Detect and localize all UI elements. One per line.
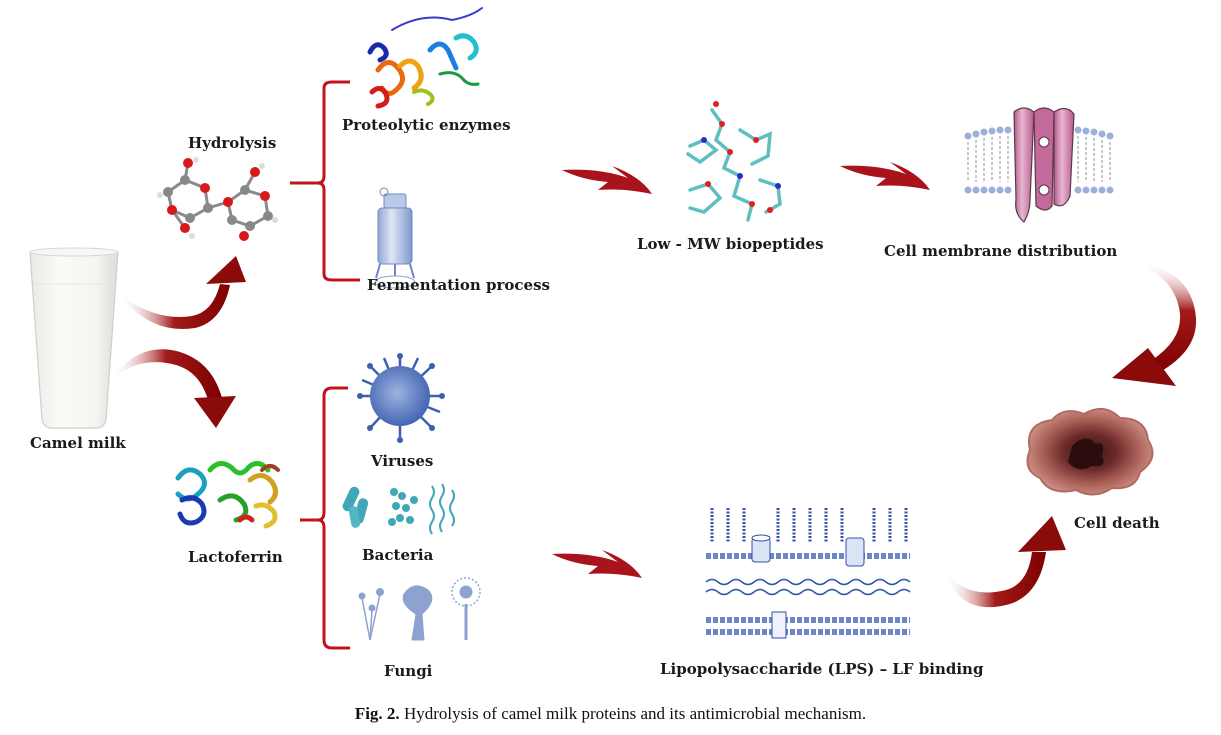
curved-arrow-to-hydrolysis (118, 256, 246, 329)
fermenter-tank-icon (374, 187, 416, 289)
disaccharide-molecule-icon (157, 157, 278, 241)
hydrolysis-label: Hydrolysis (188, 134, 277, 152)
milk-glass-icon (29, 247, 119, 429)
biopeptide-structure-icon (686, 101, 782, 222)
lactoferrin-structure-icon (175, 461, 280, 529)
curved-arrow-to-lactoferrin (110, 349, 236, 428)
cell-death-label: Cell death (1074, 514, 1160, 532)
arrow-to-membrane (840, 162, 930, 190)
hydrolysis-bracket (290, 80, 360, 282)
fungi-label: Fungi (384, 662, 433, 680)
camel-milk-label: Camel milk (30, 434, 126, 452)
proteolytic-enzymes-label: Proteolytic enzymes (342, 116, 511, 134)
fermentation-process-label: Fermentation process (367, 276, 550, 294)
virus-icon (357, 353, 445, 443)
lps-membrane-icon (705, 508, 911, 639)
figure-caption-label: Fig. 2. (354, 704, 400, 723)
low-mw-biopeptides-label: Low - MW biopeptides (637, 235, 824, 253)
fungi-icon (358, 577, 481, 641)
arrow-to-lps (552, 550, 642, 578)
cell-membrane-distribution-label: Cell membrane distribution (884, 242, 1118, 260)
curved-arrow-to-cell-death-bottom (944, 516, 1066, 608)
lactoferrin-label: Lactoferrin (188, 548, 283, 566)
figure-caption: Fig. 2. Hydrolysis of camel milk protein… (0, 704, 1221, 724)
dead-cell-icon (1026, 407, 1154, 496)
bacteria-icon (342, 483, 455, 535)
membrane-channel-icon (964, 107, 1114, 223)
lps-binding-label: Lipopolysaccharide (LPS) – LF binding (660, 660, 984, 678)
bacteria-label: Bacteria (362, 546, 434, 564)
proteolytic-enzyme-structure-icon (367, 7, 483, 109)
figure-caption-text: Hydrolysis of camel milk proteins and it… (399, 704, 867, 723)
curved-arrow-to-cell-death-top (1112, 260, 1197, 386)
arrow-to-biopeptides (562, 166, 652, 194)
viruses-label: Viruses (371, 452, 434, 470)
lactoferrin-bracket (300, 386, 350, 650)
